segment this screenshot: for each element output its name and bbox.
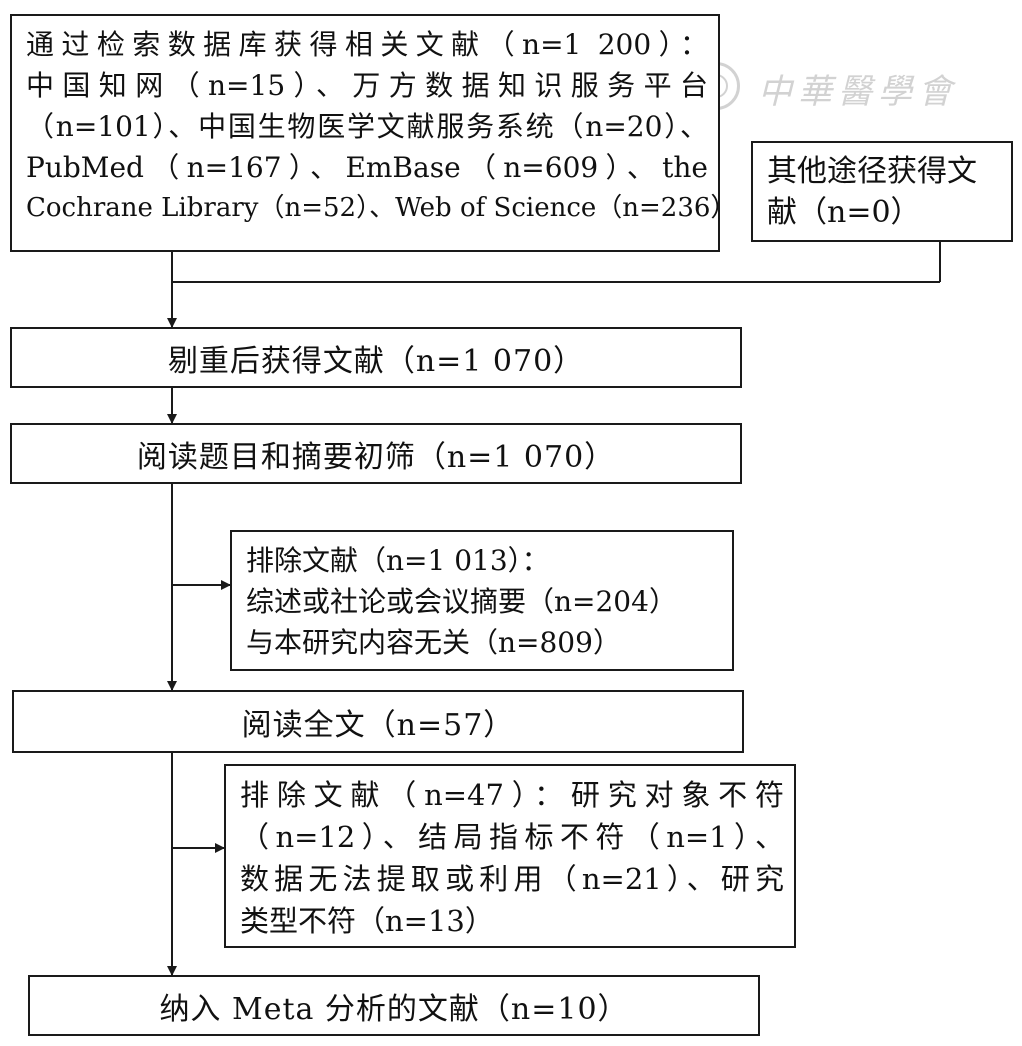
deduplication-box: 剔重后获得文献（n=1 070） xyxy=(10,327,742,388)
title-abstract-screening-box: 阅读题目和摘要初筛（n=1 070） xyxy=(10,423,742,484)
other-sources-box: 其他途径获得文 献（n=0） xyxy=(751,141,1013,242)
fulltext-text: 阅读全文（n=57） xyxy=(241,707,515,743)
exclude2-line-3: 数据无法提取或利用（n=21）、研究 xyxy=(240,862,784,896)
exclude2-line-1: 排除文献（n=47）：研究对象不符 xyxy=(240,778,784,812)
exclude1-line-1: 排除文献（n=1 013）： xyxy=(246,544,550,577)
dedup-text: 剔重后获得文献（n=1 070） xyxy=(167,343,585,379)
other-line-1: 其他途径获得文 xyxy=(767,154,977,189)
exclusion-box-2: 排除文献（n=47）：研究对象不符 （n=12）、结局指标不符（n=1）、 数据… xyxy=(224,764,796,948)
screen-text: 阅读题目和摘要初筛（n=1 070） xyxy=(136,439,616,475)
exclude2-line-2: （n=12）、结局指标不符（n=1）、 xyxy=(240,820,784,854)
search-line-5: Cochrane Library（n=52）、Web of Science（n=… xyxy=(26,193,737,223)
exclusion-box-1: 排除文献（n=1 013）： 综述或社论或会议摘要（n=204） 与本研究内容无… xyxy=(230,530,734,671)
included-studies-box: 纳入 Meta 分析的文献（n=10） xyxy=(28,975,760,1036)
other-line-2: 献（n=0） xyxy=(767,195,921,230)
database-search-box: 通过检索数据库获得相关文献（n=1 200）： 中国知网（n=15）、万方数据知… xyxy=(10,14,737,252)
search-line-2: 中国知网（n=15）、万方数据知识服务平台 xyxy=(26,69,708,102)
exclude1-line-2: 综述或社论或会议摘要（n=204） xyxy=(246,585,677,618)
exclude1-line-3: 与本研究内容无关（n=809） xyxy=(246,626,621,659)
exclude2-line-4: 类型不符（n=13） xyxy=(240,904,494,938)
search-line-3: （n=101）、中国生物医学文献服务系统（n=20）、 xyxy=(26,110,708,143)
include-text: 纳入 Meta 分析的文献（n=10） xyxy=(159,991,629,1027)
full-text-review-box: 阅读全文（n=57） xyxy=(12,690,744,753)
search-line-1: 通过检索数据库获得相关文献（n=1 200）： xyxy=(26,28,708,61)
search-line-4: PubMed（n=167）、EmBase（n=609）、the xyxy=(26,151,708,184)
